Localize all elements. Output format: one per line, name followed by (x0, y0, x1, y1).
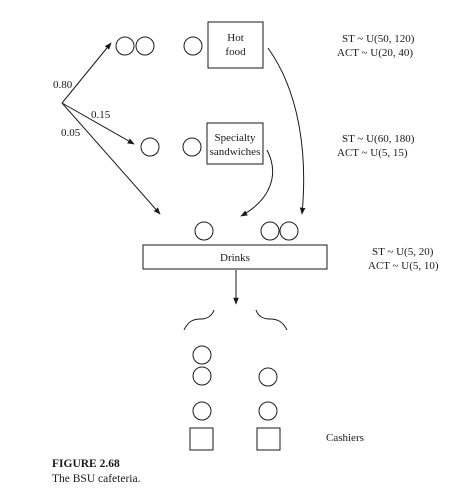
cashiers-label: Cashiers (326, 432, 364, 444)
cashier-1 (189, 427, 214, 451)
arrow-to-specialty (61, 102, 135, 145)
prob-hot-food: 0.80 (53, 79, 73, 91)
drinks-queue-customer (194, 221, 214, 241)
cashier-1-server-customer (192, 401, 212, 421)
drinks-label: Drinks (220, 252, 250, 264)
left-brace (183, 309, 215, 331)
hot-food-station (207, 21, 264, 69)
cashier-2-server-customer (258, 401, 278, 421)
arrow-specialty-to-drinks (240, 149, 274, 217)
drinks-queue-customer (260, 221, 280, 241)
specialty-queue-customer (140, 137, 160, 157)
hot-food-server-customer (183, 36, 203, 56)
hot-food-queue-customer (135, 36, 155, 56)
hot-food-service-time: ST ~ U(50, 120) (342, 33, 415, 45)
drinks-accumulated-time: ACT ~ U(5, 10) (368, 260, 439, 272)
figure-caption: The BSU cafeteria. (52, 473, 141, 485)
drinks-station (142, 244, 328, 270)
specialty-sandwiches-station (206, 122, 264, 165)
arrow-hot-food-to-drinks (267, 47, 306, 215)
figure-number: FIGURE 2.68 (52, 458, 120, 470)
specialty-label-line-1: Specialty (215, 132, 256, 144)
hot-food-accumulated-time: ACT ~ U(20, 40) (337, 47, 413, 59)
specialty-label-line-2: sandwiches (210, 146, 261, 158)
specialty-server-customer (182, 137, 202, 157)
cashier-1-queue-customer (192, 366, 212, 386)
cashier-2 (256, 427, 281, 451)
cashier-2-queue-customer (258, 367, 278, 387)
prob-drinks: 0.05 (61, 127, 81, 139)
specialty-service-time: ST ~ U(60, 180) (342, 133, 415, 145)
prob-specialty: 0.15 (91, 109, 111, 121)
arrow-to-hot-food (61, 42, 112, 104)
specialty-accumulated-time: ACT ~ U(5, 15) (337, 147, 408, 159)
hot-food-queue-customer (115, 36, 135, 56)
drinks-service-time: ST ~ U(5, 20) (372, 246, 434, 258)
arrow-to-drinks (61, 102, 161, 215)
cashier-1-queue-customer (192, 345, 212, 365)
hot-food-label-line-2: food (225, 46, 246, 58)
right-brace (255, 309, 288, 331)
hot-food-label-line-1: Hot (227, 32, 244, 44)
drinks-queue-customer (279, 221, 299, 241)
